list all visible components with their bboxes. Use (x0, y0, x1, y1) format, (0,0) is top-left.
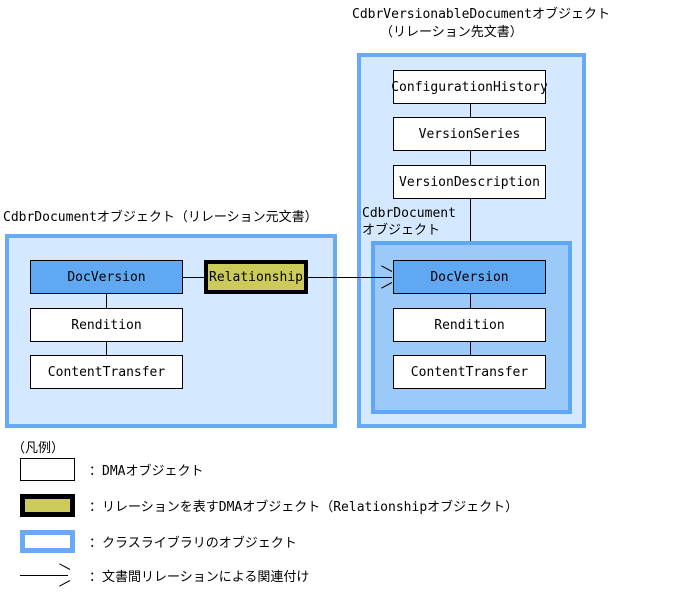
connector-left-rendition-to-contenttransfer (106, 341, 107, 355)
legend-swatch-plain-box (20, 458, 75, 481)
relationship-arrow-head (380, 271, 390, 283)
legend-swatch-library-box (20, 530, 75, 553)
connector-versiondescription-to-docversion (470, 199, 471, 260)
legend-item-class-library-object: ：クラスライブラリのオブジェクト (20, 530, 297, 553)
node-left-doc-version[interactable]: DocVersion (30, 260, 183, 294)
legend-item-relationship-object: ：リレーションを表すDMAオブジェクト（Relationshipオブジェクト） (20, 494, 518, 517)
connector-left-docversion-to-rendition (106, 294, 107, 308)
connector-versionseries-to-versiondescription (470, 151, 471, 165)
node-right-rendition[interactable]: Rendition (393, 308, 546, 342)
legend-arrow-head (58, 569, 68, 581)
connector-right-rendition-to-contenttransfer (470, 341, 471, 355)
legend-item-dma-object: ：DMAオブジェクト (20, 458, 203, 481)
legend-label-document-relation-link: ：文書間リレーションによる関連付け (89, 570, 310, 585)
inner-group-title-line2: オブジェクト (362, 223, 441, 238)
node-left-rendition[interactable]: Rendition (30, 308, 183, 342)
node-left-content-transfer[interactable]: ContentTransfer (30, 355, 183, 389)
node-configuration-history[interactable]: ConfigurationHistory (391, 70, 548, 104)
legend-swatch-arrow (20, 564, 75, 587)
legend-label-class-library-object: ：クラスライブラリのオブジェクト (89, 536, 297, 551)
right-group-title-line2: （リレーション先文書） (380, 25, 523, 40)
relationship-arrow-line (308, 277, 392, 278)
left-group-title: CdbrDocumentオブジェクト（リレーション元文書） (3, 210, 318, 225)
connector-docversion-to-relationship (183, 277, 204, 278)
right-group-title-line1: CdbrVersionableDocumentオブジェクト (352, 7, 611, 22)
connector-right-docversion-to-rendition (470, 294, 471, 308)
legend-item-document-relation-link: ：文書間リレーションによる関連付け (20, 564, 309, 587)
legend-arrow-line (20, 575, 68, 576)
legend-title: （凡例） (12, 441, 65, 456)
node-version-description[interactable]: VersionDescription (393, 165, 546, 199)
inner-group-title-line1: CdbrDocument (362, 206, 456, 221)
legend-swatch-relationship-box (20, 494, 75, 517)
node-relationship[interactable]: Relationship (204, 260, 308, 294)
legend-label-relationship-object: ：リレーションを表すDMAオブジェクト（Relationshipオブジェクト） (89, 500, 519, 515)
connector-confighistory-to-versionseries (470, 104, 471, 118)
node-right-content-transfer[interactable]: ContentTransfer (393, 355, 546, 389)
node-right-doc-version[interactable]: DocVersion (393, 260, 546, 294)
node-version-series[interactable]: VersionSeries (393, 117, 546, 151)
legend-label-dma-object: ：DMAオブジェクト (89, 464, 204, 479)
